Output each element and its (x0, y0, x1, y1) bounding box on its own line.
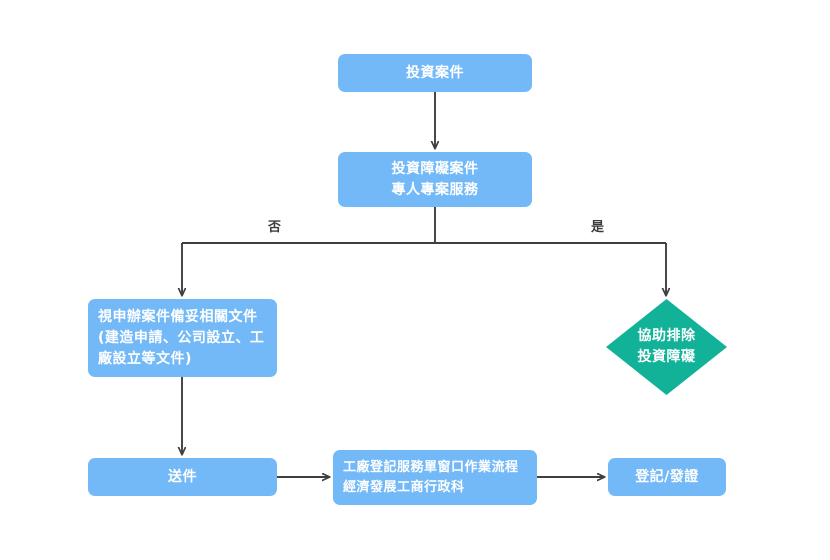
node-prepare-docs[interactable]: 視申辦案件備妥相關文件 (建造申請、公司設立、工 廠設立等文件) (88, 299, 277, 377)
node-factory-reg-line-2: 經濟發展工商行政科 (343, 479, 465, 495)
node-obstacle-case-line-1: 投資障礙案件 (391, 160, 479, 177)
node-factory-reg[interactable]: 工廠登記服務單窗口作業流程 經濟發展工商行政科 (333, 450, 537, 505)
node-obstacle-case[interactable]: 投資障礙案件 專人專案服務 (338, 152, 532, 207)
node-remove-barrier[interactable]: 協助排除 投資障礙 (606, 299, 727, 395)
node-register-cert-line-1: 登記/發證 (635, 468, 699, 485)
node-remove-barrier-line-1: 協助排除 (637, 328, 696, 344)
node-obstacle-case-line-2: 專人專案服務 (391, 181, 479, 198)
node-submit[interactable]: 送件 (88, 458, 277, 496)
node-prepare-docs-line-3: 廠設立等文件) (98, 350, 192, 367)
node-register-cert[interactable]: 登記/發證 (608, 458, 726, 496)
node-prepare-docs-line-1: 視申辦案件備妥相關文件 (98, 308, 258, 325)
node-invest-case-line-1: 投資案件 (406, 64, 464, 81)
edge-label-no: 否 (268, 220, 282, 235)
node-invest-case[interactable]: 投資案件 (338, 54, 532, 92)
edge-label-yes: 是 (591, 220, 605, 235)
node-submit-line-1: 送件 (168, 468, 197, 485)
diamond-shape (606, 299, 727, 395)
node-factory-reg-line-1: 工廠登記服務單窗口作業流程 (343, 460, 519, 475)
node-remove-barrier-line-2: 投資障礙 (637, 349, 696, 365)
node-prepare-docs-line-2: (建造申請、公司設立、工 (98, 329, 265, 346)
node-remove-barrier-label: 協助排除 投資障礙 (606, 299, 727, 395)
